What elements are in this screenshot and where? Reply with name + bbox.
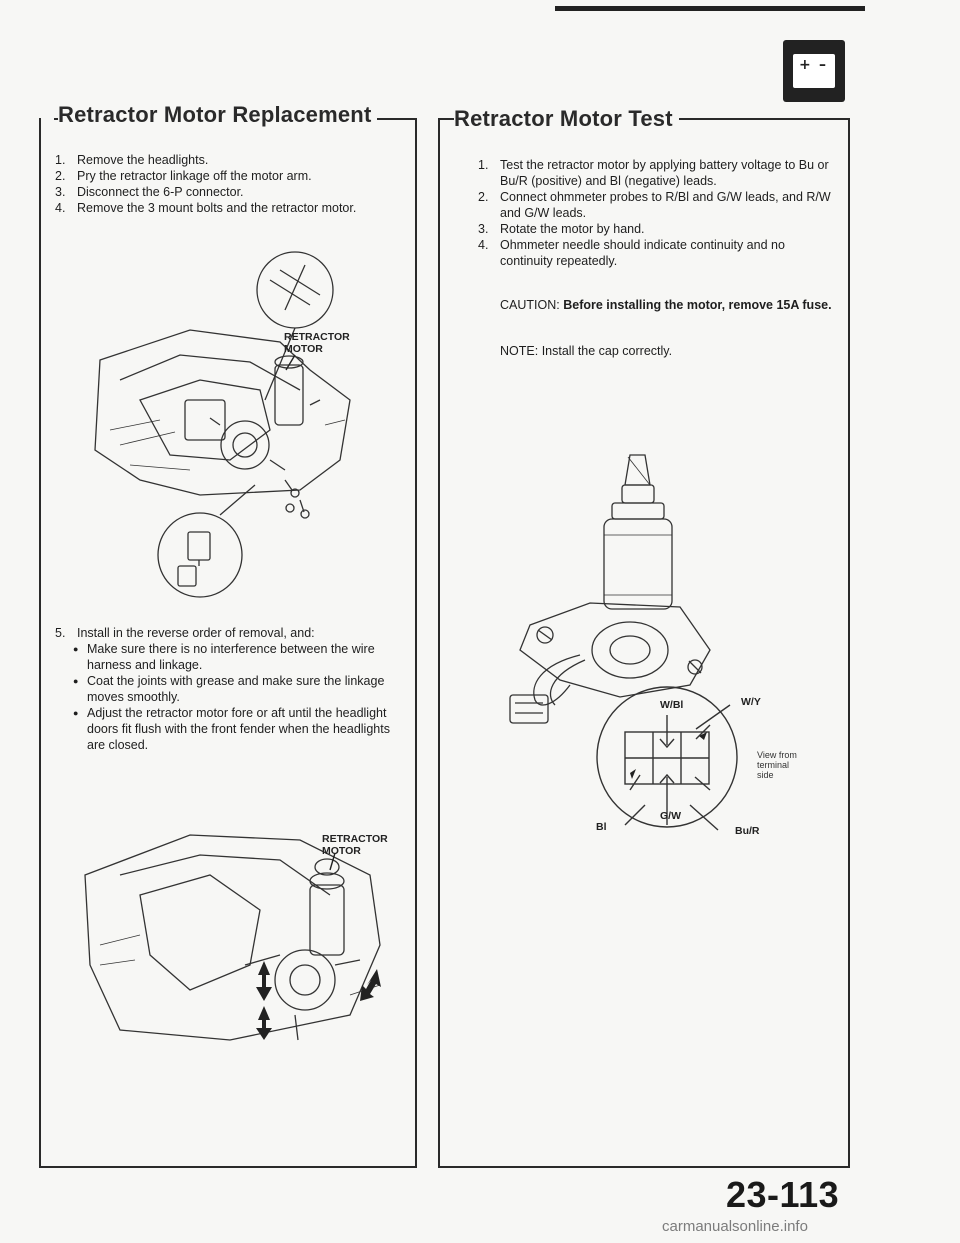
right-step-4-text: Ohmmeter needle should indicate continui… — [500, 238, 785, 268]
right-step-3-text: Rotate the motor by hand. — [500, 222, 645, 236]
connector-terminal-view — [596, 686, 738, 831]
page-number: 23-113 — [726, 1174, 840, 1215]
right-step-1-text: Test the retractor motor by applying bat… — [500, 158, 829, 188]
note-text: Install the cap correctly. — [541, 344, 673, 358]
battery-icon: + – — [783, 40, 845, 102]
left-title-gap — [39, 118, 54, 120]
terminal-wbl-label: W/Bl — [660, 699, 684, 711]
bullet-1: Make sure there is no interference betwe… — [73, 641, 410, 673]
right-step-2-num: 2. — [478, 190, 489, 204]
figure2-retractor-motor-label: RETRACTOR MOTOR — [322, 833, 388, 857]
caution-note: CAUTION: Before installing the motor, re… — [500, 297, 835, 313]
left-step-2-text: Pry the retractor linkage off the motor … — [77, 169, 312, 183]
retractor-motor-test-illustration — [509, 454, 711, 724]
right-section-frame — [438, 118, 850, 1168]
bullet-3: Adjust the retractor motor fore or aft u… — [73, 705, 410, 753]
right-step-3-num: 3. — [478, 222, 489, 236]
terminal-gw-label: G/W — [660, 810, 681, 822]
left-step-4-num: 4. — [55, 201, 66, 215]
right-step-1-num: 1. — [478, 158, 489, 172]
terminal-bl-label: Bl — [596, 821, 607, 833]
left-step-1: 1. Remove the headlights. — [55, 152, 410, 168]
left-step-5-num: 5. — [55, 626, 66, 640]
view-from-terminal-side-label: View from terminal side — [757, 750, 797, 780]
callout-line-1 — [285, 354, 296, 371]
terminal-wy-label: W/Y — [741, 696, 761, 708]
right-step-4: 4. Ohmmeter needle should indicate contin… — [478, 237, 838, 269]
left-step-3: 3. Disconnect the 6-P connector. — [55, 184, 410, 200]
left-step-1-num: 1. — [55, 153, 66, 167]
header-rule — [555, 6, 865, 11]
left-section-title: Retractor Motor Replacement — [58, 102, 378, 128]
left-step-1-text: Remove the headlights. — [77, 153, 209, 167]
caution-label: CAUTION: — [500, 298, 560, 312]
figure1-retractor-motor-label: RETRACTOR MOTOR — [284, 331, 350, 355]
battery-plus: + — [799, 57, 811, 73]
right-step-4-num: 4. — [478, 238, 489, 252]
bullet-2: Coat the joints with grease and make sur… — [73, 673, 410, 705]
right-step-2-text: Connect ohmmeter probes to R/Bl and G/W … — [500, 190, 831, 220]
right-step-1: 1. Test the retractor motor by applying b… — [478, 157, 838, 189]
watermark: carmanualsonline.info — [662, 1218, 808, 1235]
left-step-2-num: 2. — [55, 169, 66, 183]
battery-minus: – — [819, 57, 826, 73]
caution-text: Before installing the motor, remove 15A … — [563, 298, 832, 312]
right-step-2: 2. Connect ohmmeter probes to R/Bl and G/… — [478, 189, 838, 221]
left-step-3-num: 3. — [55, 185, 66, 199]
left-step-4: 4. Remove the 3 mount bolts and the retra… — [55, 200, 410, 216]
left-step-5-bullets: Make sure there is no interference betwe… — [55, 641, 410, 753]
right-step-3: 3. Rotate the motor by hand. — [478, 221, 838, 237]
left-step-3-text: Disconnect the 6-P connector. — [77, 185, 244, 199]
install-note: NOTE: Install the cap correctly. — [500, 343, 835, 359]
left-step-4-text: Remove the 3 mount bolts and the retract… — [77, 201, 357, 215]
left-steps-list: 1. Remove the headlights. 2. Pry the retra… — [55, 152, 410, 216]
left-step-2: 2. Pry the retractor linkage off the moto… — [55, 168, 410, 184]
left-step-5: 5. Install in the reverse order of remov… — [55, 625, 410, 753]
right-steps-list: 1. Test the retractor motor by applying b… — [478, 157, 838, 269]
left-section-frame — [39, 118, 417, 1168]
left-step-5-text: Install in the reverse order of removal,… — [77, 626, 315, 640]
retractor-motor-install-illustration — [84, 834, 381, 1041]
terminal-bur-label: Bu/R — [735, 825, 760, 837]
retractor-motor-removal-illustration — [94, 251, 351, 598]
right-section-title: Retractor Motor Test — [454, 106, 679, 132]
left-title-corner — [39, 118, 41, 120]
note-label: NOTE: — [500, 344, 539, 358]
